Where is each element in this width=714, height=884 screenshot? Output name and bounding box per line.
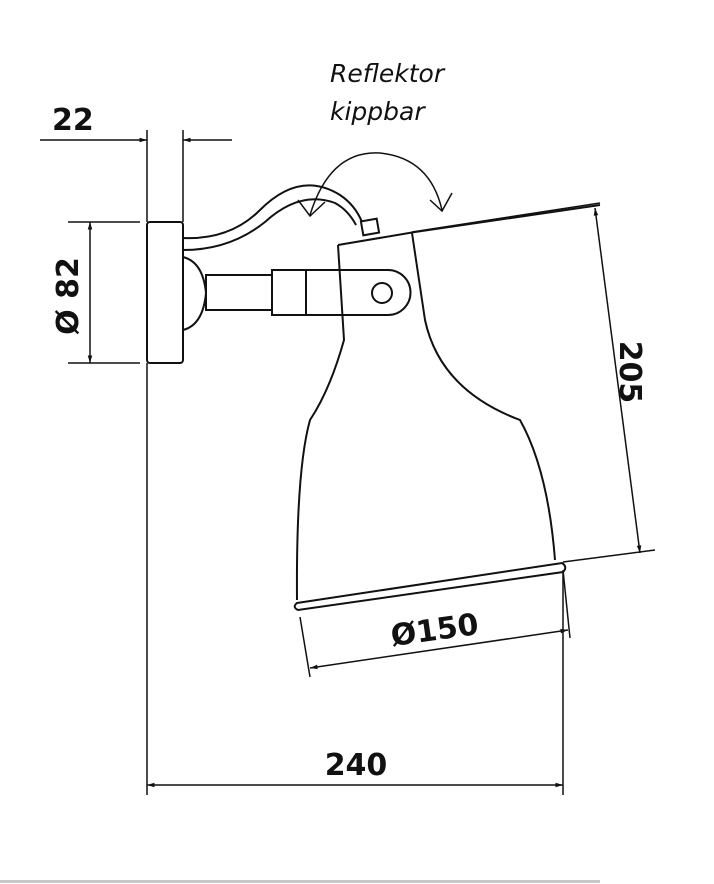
wall-plate xyxy=(146,221,184,364)
cable xyxy=(182,184,381,251)
plate-diameter-label: Ø 82 xyxy=(51,257,86,335)
bottom-divider xyxy=(0,880,600,883)
shade-diameter-label: Ø150 xyxy=(389,607,481,654)
tilt-note-line1: Reflektor xyxy=(330,59,446,88)
shade-height-label: 205 xyxy=(612,341,647,404)
projection-label: 240 xyxy=(325,748,388,783)
dimension-lines xyxy=(40,137,642,788)
tilt-arrow-icon xyxy=(297,152,453,218)
tilt-note-line2: kippbar xyxy=(330,97,426,126)
plate-depth-label: 22 xyxy=(52,103,94,138)
pivot-screw-icon xyxy=(371,282,393,304)
arm xyxy=(182,256,412,331)
reflector-shade xyxy=(293,204,601,612)
